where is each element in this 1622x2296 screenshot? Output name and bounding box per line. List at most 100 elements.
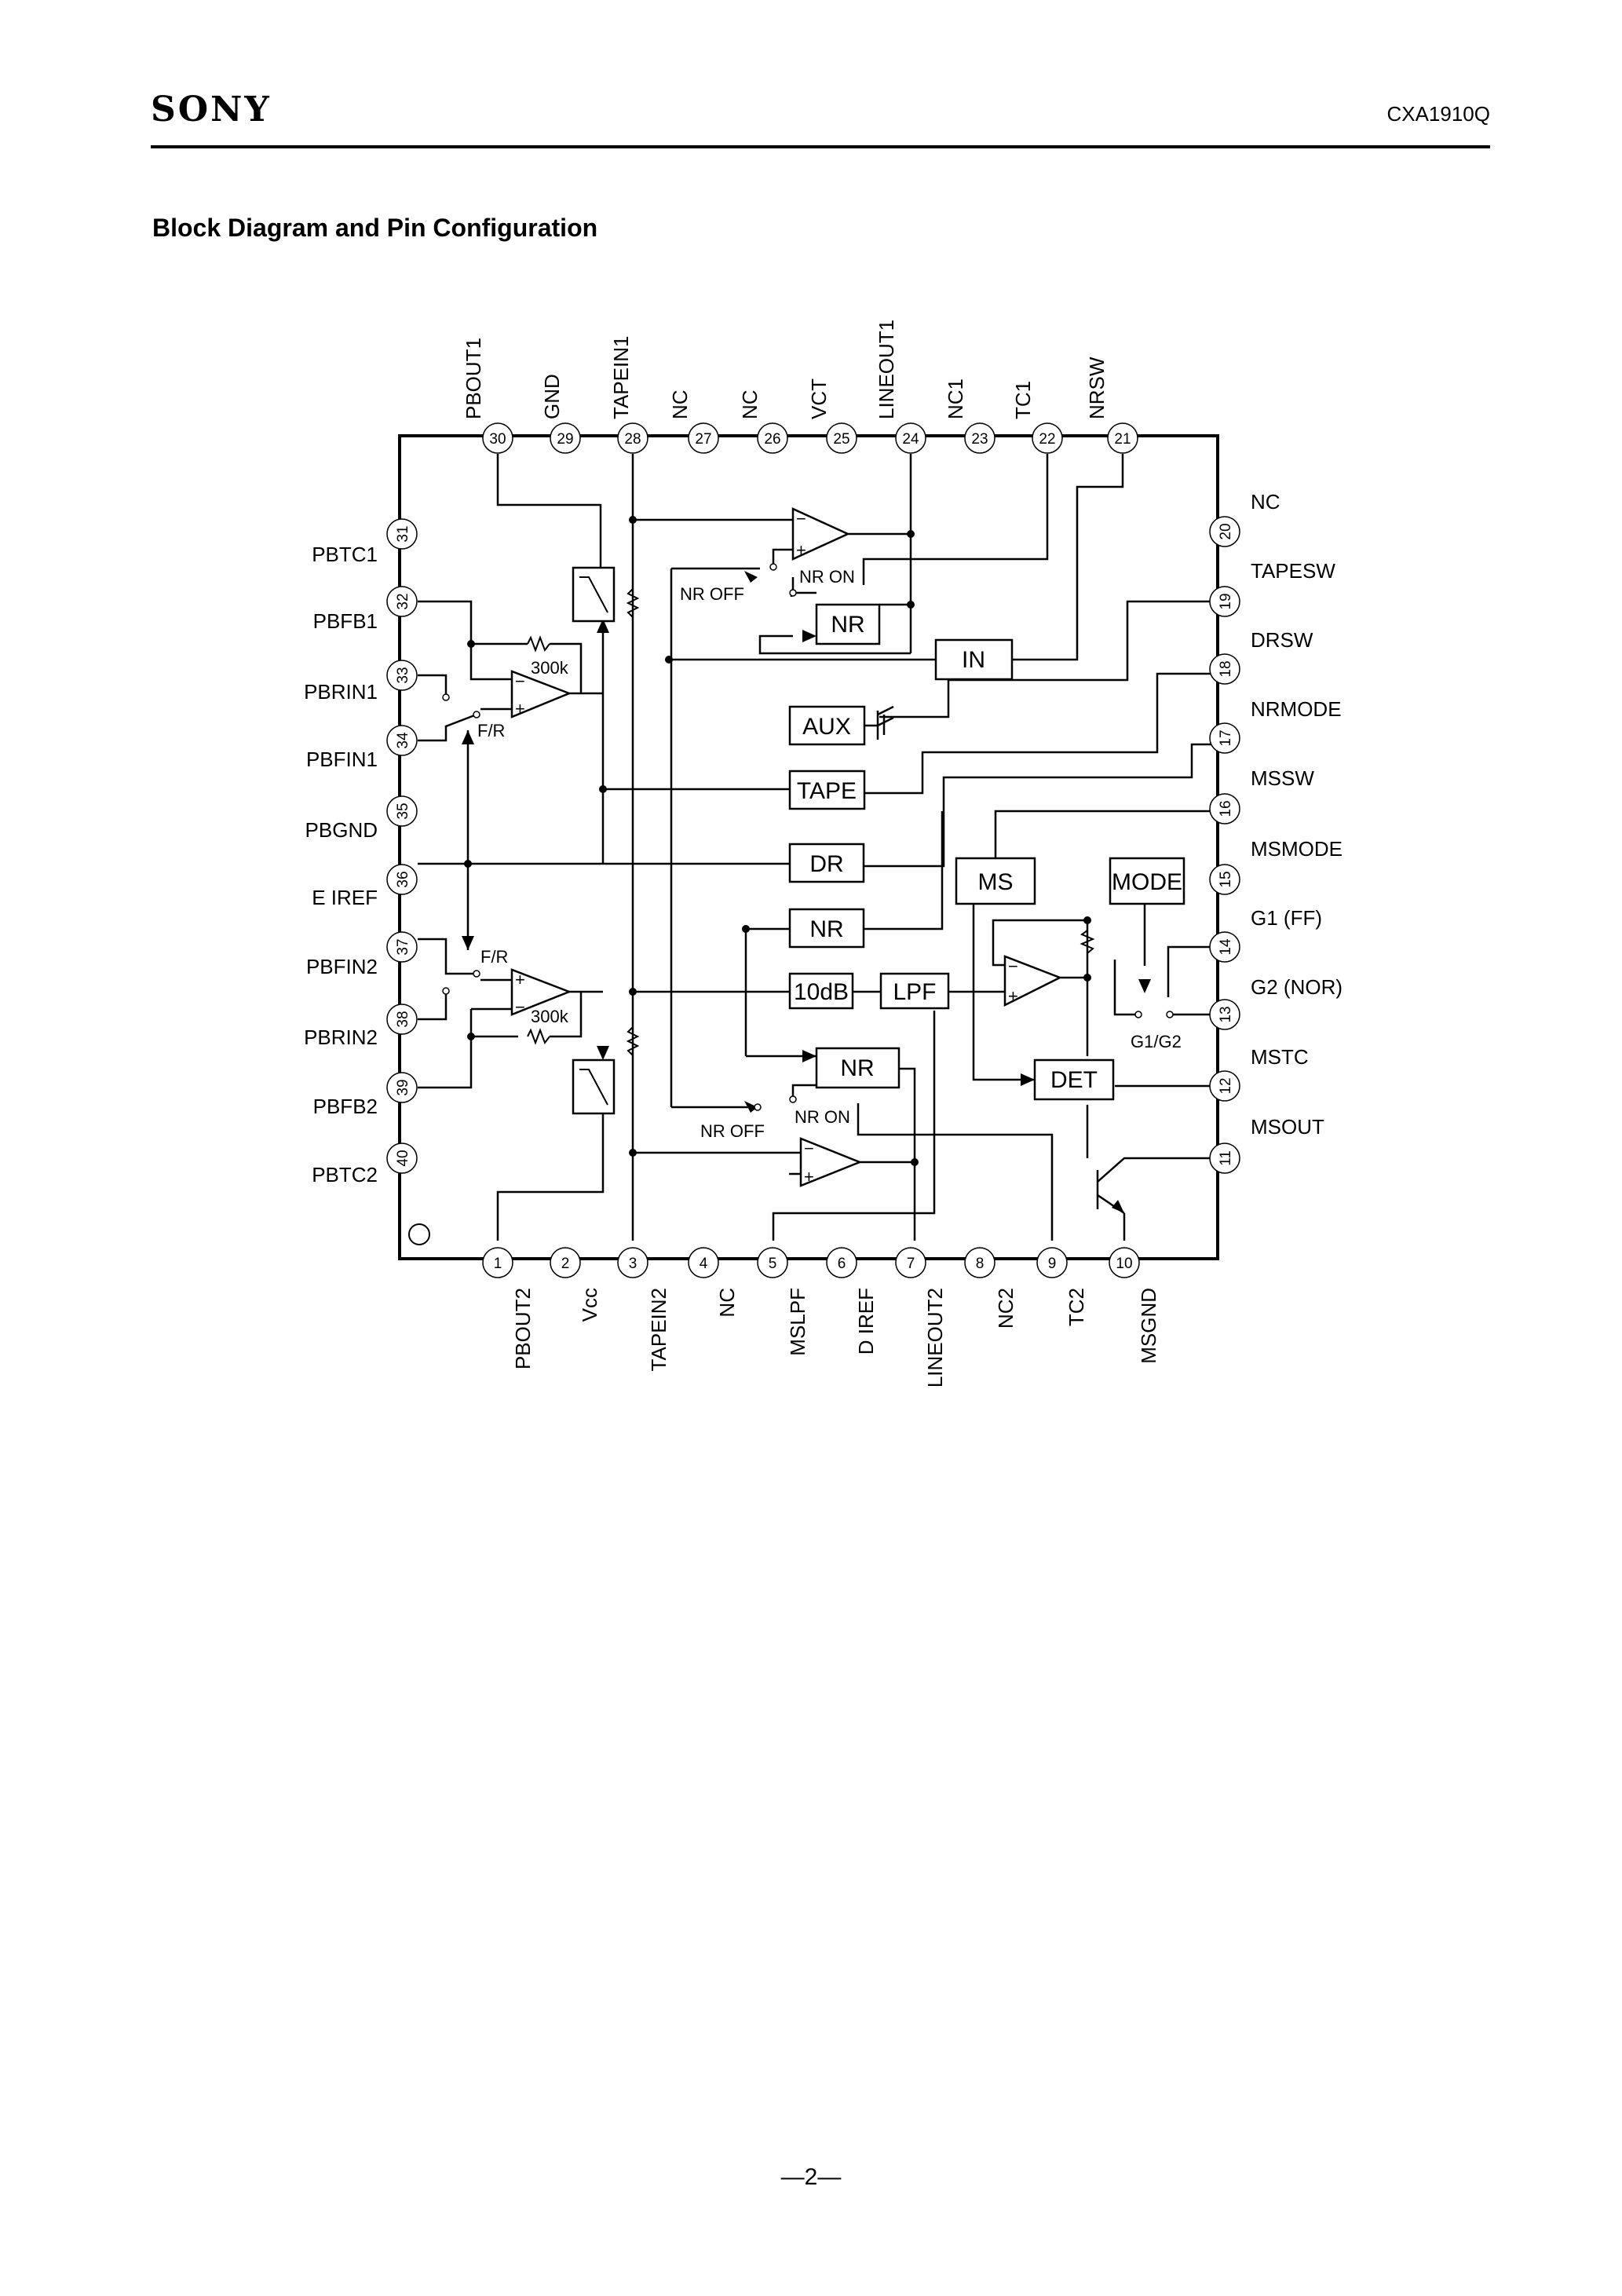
svg-text:17: 17 <box>1218 729 1234 746</box>
pin-label-19: TAPESW <box>1251 559 1335 583</box>
svg-text:29: 29 <box>557 431 573 448</box>
svg-text:37: 37 <box>395 938 411 955</box>
block-lpf <box>879 972 950 1010</box>
label-nr-off-bottom: NR OFF <box>700 1121 765 1141</box>
label-nr-on-top: NR ON <box>799 567 855 587</box>
page-number: —2— <box>780 2164 842 2190</box>
svg-text:−: − <box>1008 956 1018 976</box>
svg-text:14: 14 <box>1218 938 1234 956</box>
block-dr <box>788 843 865 883</box>
header-rule <box>151 145 1490 148</box>
label-aux: AUX <box>802 714 851 740</box>
pin-labels-bottom: PBOUT2 Vcc TAPEIN2 NC MSLPF D IREF LINEO… <box>511 1288 1160 1387</box>
pin-16 <box>1209 793 1240 824</box>
pin-7 <box>895 1247 926 1278</box>
pin-label-26: NC <box>738 389 762 419</box>
svg-text:−: − <box>804 1139 814 1158</box>
svg-text:3: 3 <box>629 1256 637 1272</box>
svg-text:+: + <box>515 699 525 718</box>
svg-text:38: 38 <box>395 1011 411 1027</box>
pin-label-31: PBTC1 <box>312 543 378 566</box>
block-ms <box>955 857 1036 905</box>
label-fr-bottom: F/R <box>480 947 508 967</box>
label-det: DET <box>1050 1067 1098 1093</box>
pin-label-29: GND <box>540 374 564 419</box>
svg-text:26: 26 <box>764 431 780 448</box>
pin-label-18: DRSW <box>1251 628 1313 652</box>
resistors <box>527 588 1095 1056</box>
pin-label-15: MSMODE <box>1251 837 1343 861</box>
svg-text:24: 24 <box>902 431 919 448</box>
svg-text:13: 13 <box>1218 1006 1234 1022</box>
svg-text:34: 34 <box>395 732 411 749</box>
pin-label-20: NC <box>1251 490 1280 514</box>
svg-text:−: − <box>515 671 525 691</box>
pin-label-33: PBRIN1 <box>304 680 378 704</box>
pin-39 <box>386 1072 418 1103</box>
pin-label-28: TAPEIN1 <box>609 336 633 419</box>
svg-text:8: 8 <box>976 1256 985 1272</box>
filter-boxes <box>572 566 616 1115</box>
pin-27 <box>688 422 719 454</box>
pin-label-37: PBFIN2 <box>306 955 378 978</box>
svg-text:32: 32 <box>395 593 411 609</box>
svg-text:21: 21 <box>1114 431 1131 448</box>
label-dr: DR <box>809 851 843 877</box>
svg-text:22: 22 <box>1039 431 1055 448</box>
pin-label-40: PBTC2 <box>312 1163 378 1186</box>
part-number: CXA1910Q <box>1386 102 1490 126</box>
block-10db <box>788 972 854 1010</box>
pin-35 <box>386 795 418 827</box>
svg-text:5: 5 <box>769 1256 777 1272</box>
junction-dots <box>464 516 1091 1166</box>
svg-text:+: + <box>515 970 525 989</box>
pin-28 <box>617 422 648 454</box>
pin-11 <box>1209 1143 1240 1174</box>
aux-ground-symbol <box>864 705 894 740</box>
page-title: Block Diagram and Pin Configuration <box>152 214 598 242</box>
pin-label-39: PBFB2 <box>313 1095 378 1118</box>
pin-30 <box>482 422 513 454</box>
svg-text:−: − <box>796 509 806 528</box>
pin-29 <box>550 422 581 454</box>
pin-10 <box>1109 1247 1140 1278</box>
op-amps <box>510 507 1063 1187</box>
pin-labels-top: PBOUT1 GND TAPEIN1 NC NC VCT LINEOUT1 NC… <box>462 320 1109 419</box>
pin-label-35: PBGND <box>305 818 378 842</box>
svg-text:15: 15 <box>1218 871 1234 887</box>
pin-label-27: NC <box>668 389 692 419</box>
pin-22 <box>1032 422 1063 454</box>
block-nr-top <box>815 603 881 645</box>
svg-text:19: 19 <box>1218 593 1234 609</box>
pin-label-21: NRSW <box>1085 356 1109 419</box>
op-amp-signs: −+ −+ +− −+ −+ <box>515 509 1018 1186</box>
label-g1g2: G1/G2 <box>1131 1032 1182 1051</box>
pin-label-14: G1 (FF) <box>1251 906 1322 930</box>
block-det <box>1033 1058 1115 1101</box>
svg-text:+: + <box>804 1167 814 1186</box>
svg-text:11: 11 <box>1218 1150 1234 1166</box>
svg-text:25: 25 <box>833 431 849 448</box>
pin-label-13: G2 (NOR) <box>1251 975 1343 999</box>
pin-34 <box>386 725 418 756</box>
svg-text:6: 6 <box>838 1256 846 1272</box>
label-10db: 10dB <box>794 979 849 1005</box>
pin-label-5: MSLPF <box>786 1288 809 1356</box>
label-in: IN <box>962 647 985 673</box>
svg-text:28: 28 <box>624 431 641 448</box>
pin-labels-left: PBTC1 PBFB1 PBRIN1 PBFIN1 PBGND E IREF P… <box>304 543 378 1186</box>
pin-label-32: PBFB1 <box>313 609 378 633</box>
svg-text:31: 31 <box>395 525 411 542</box>
pin-2 <box>550 1247 581 1278</box>
svg-text:10: 10 <box>1116 1256 1132 1272</box>
pin1-index-mark <box>408 1223 430 1245</box>
svg-text:39: 39 <box>395 1079 411 1095</box>
brand-logo: SONY <box>151 90 272 130</box>
svg-text:9: 9 <box>1048 1256 1057 1272</box>
svg-text:33: 33 <box>395 667 411 683</box>
filter-curves <box>579 576 608 1106</box>
pin-9 <box>1036 1247 1068 1278</box>
pin-23 <box>964 422 995 454</box>
pin-4 <box>688 1247 719 1278</box>
